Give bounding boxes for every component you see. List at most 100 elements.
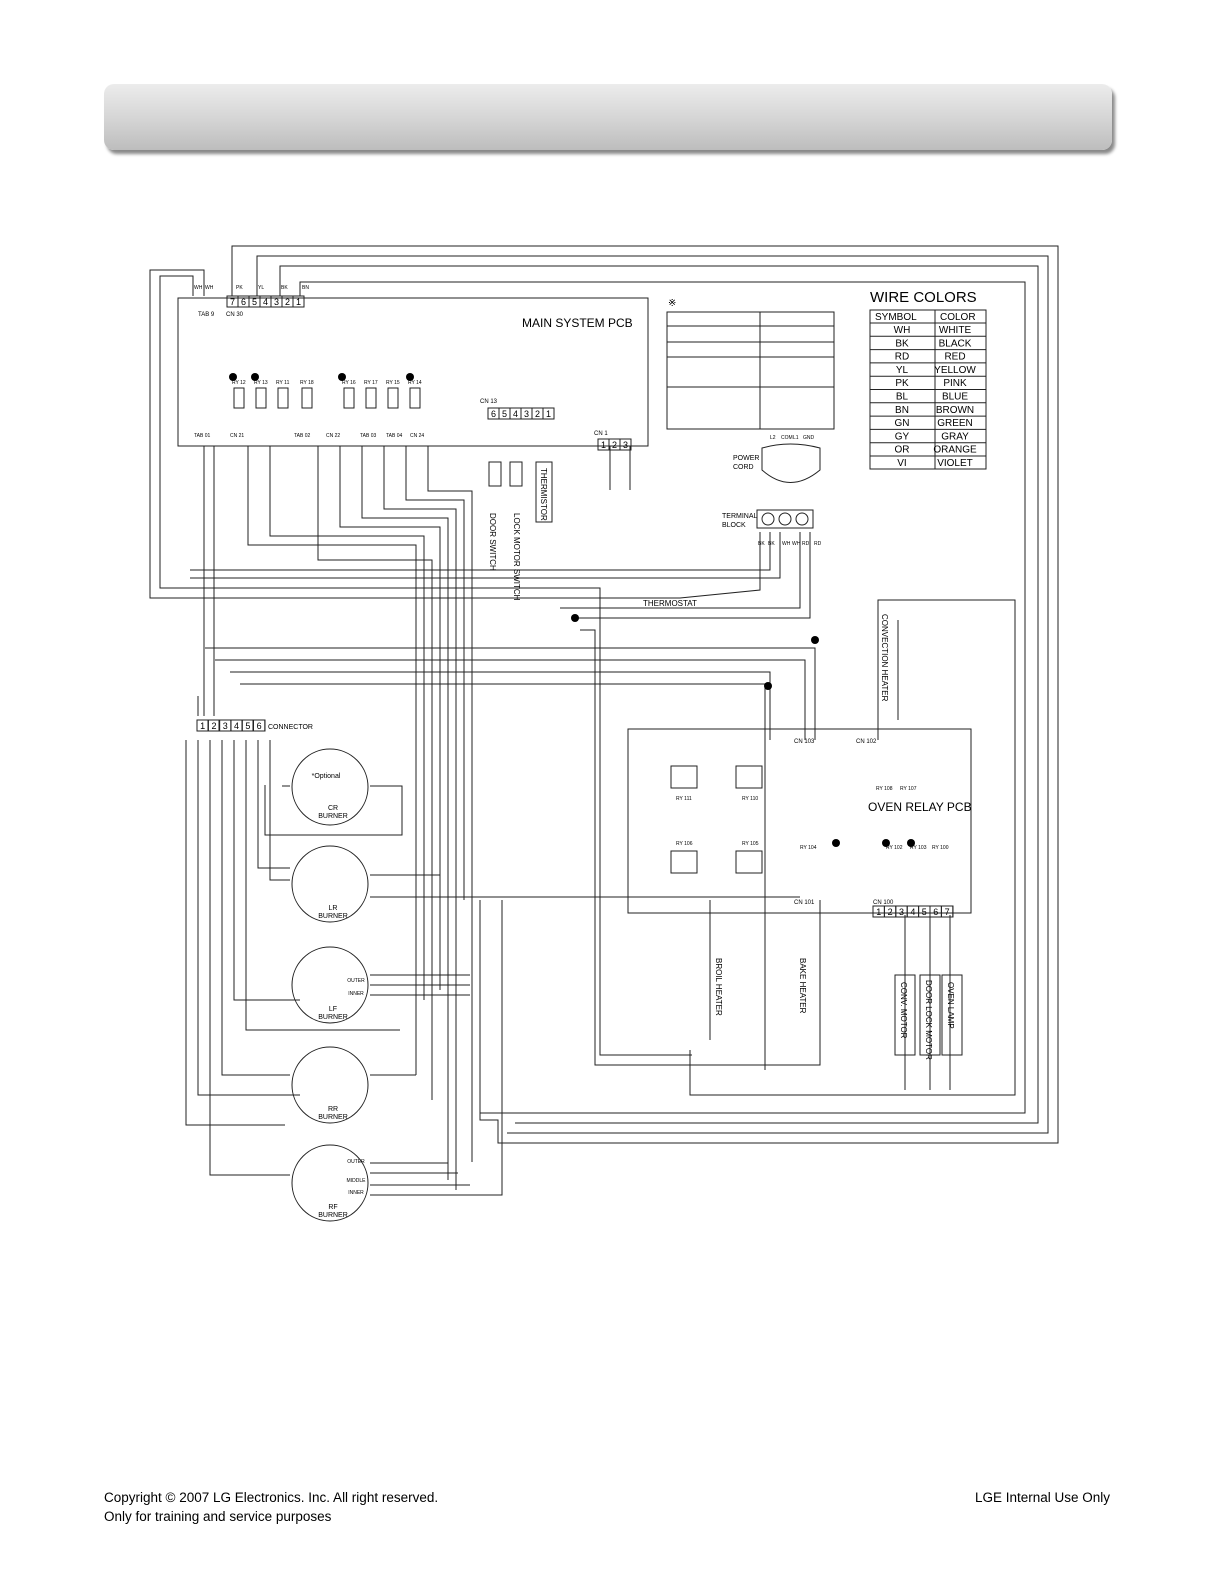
cn1-label: CN 1	[594, 431, 608, 437]
main-pcb-relay	[409, 387, 421, 409]
wire-colors-symbol: WH	[894, 325, 911, 336]
broil-heater-label: BROIL HEATER	[714, 958, 723, 1016]
main-pcb-relay-label: RY 18	[300, 380, 314, 386]
main-pcb-bottom-connector: TAB 03	[360, 433, 377, 439]
main-pcb-bottom-connector: TAB 01	[194, 433, 211, 439]
connector-pin: 6	[257, 721, 262, 731]
terminal-block-wire: WH	[782, 541, 791, 547]
connector-label: CONNECTOR	[268, 724, 313, 731]
connector-pin: 5	[245, 721, 250, 731]
cn30-pin: 1	[296, 297, 301, 307]
wire-colors-color-header: COLOR	[940, 312, 976, 323]
main-pcb-relay-label: RY 16	[342, 380, 356, 386]
main-pcb-relay-label: RY 11	[276, 380, 290, 386]
main-pcb-relay	[255, 387, 267, 409]
cn13-pin: 3	[524, 409, 529, 419]
oven-relay-label: RY 108	[876, 786, 893, 792]
oven-relay-label: RY 110	[742, 796, 758, 802]
cn100-pin: 4	[910, 907, 915, 917]
cn103-label: CN 103	[794, 739, 815, 745]
wire-colors-symbol: OR	[895, 445, 910, 456]
main-pcb-relay-label: RY 15	[386, 380, 400, 386]
oven-relay-label: RY 102	[886, 845, 903, 851]
main-pcb-relay-label: RY 14	[408, 380, 422, 386]
convection-heater-label: CONVECTION HEATER	[880, 614, 889, 702]
main-pcb-bottom-connector: CN 22	[326, 433, 340, 439]
lr-burner-label: BURNER	[318, 913, 348, 920]
wire-colors-title: WIRE COLORS	[870, 289, 977, 306]
cr-burner-name: CR	[328, 805, 338, 812]
wire-colors-color: RED	[944, 352, 965, 363]
cn30-pin: 2	[285, 297, 290, 307]
thermostat-label: THERMOSTAT	[643, 599, 697, 608]
cn100-pin: 6	[933, 907, 938, 917]
conv-motor-label: CONV. MOTOR	[899, 982, 908, 1039]
lf-burner-outer: OUTER	[347, 978, 365, 984]
wire-colors-color: ORANGE	[933, 445, 977, 456]
cr-burner-label: BURNER	[318, 813, 348, 820]
rf-burner-inner: INNER	[348, 1190, 364, 1196]
top-wire-code: YL	[258, 285, 264, 291]
wire-colors-symbol-header: SYMBOL	[875, 312, 917, 323]
wire-colors-color: BROWN	[936, 405, 974, 416]
main-pcb-relay	[277, 387, 289, 409]
oven-lamp-label: OVEN LAMP	[946, 982, 955, 1029]
wire-colors-color: GRAY	[941, 431, 969, 442]
cn1-pin: 2	[612, 440, 617, 450]
cn13-pin: 5	[502, 409, 507, 419]
oven-relay-label: RY 103	[910, 845, 927, 851]
main-pcb-relay	[343, 387, 355, 409]
top-wire-code: WH	[194, 285, 203, 291]
mark-symbol: ※	[668, 298, 676, 309]
wire-colors-color: BLACK	[939, 338, 972, 349]
power-cord-pin: GND	[803, 435, 815, 441]
rf-burner-label: BURNER	[318, 1212, 348, 1219]
top-wire-code: PK	[236, 285, 243, 291]
cn100-pin-box	[940, 905, 954, 918]
connector-pin-box	[253, 719, 266, 732]
wire-colors-symbol: RD	[895, 352, 909, 363]
door-lock-motor-label: DOOR LOCK MOTOR	[924, 980, 933, 1060]
cn101-label: CN 101	[794, 900, 815, 906]
cn13-pin: 6	[491, 409, 496, 419]
power-cord-label: POWER	[733, 455, 759, 462]
oven-relay-pcb-label: OVEN RELAY PCB	[868, 800, 972, 814]
main-pcb-relay-label: RY 17	[364, 380, 378, 386]
lf-burner-name: LF	[329, 1006, 337, 1013]
oven-relay-label: RY 111	[676, 796, 692, 802]
footer-internal: LGE Internal Use Only	[974, 1490, 1110, 1505]
lf-burner-inner: INNER	[348, 991, 364, 997]
wire-colors-symbol: BL	[896, 392, 909, 403]
top-wire-code: BK	[281, 285, 288, 291]
main-pcb-relay-label: RY 13	[254, 380, 268, 386]
door-switch-label: DOOR SWITCH	[488, 513, 497, 571]
terminal-block-label: TERMINAL	[722, 513, 758, 520]
power-cord-pin: COM	[781, 435, 793, 441]
cn100-pin: 2	[888, 907, 893, 917]
cn100-pin: 3	[899, 907, 904, 917]
footer-left: Copyright © 2007 LG Electronics. Inc. Al…	[104, 1488, 438, 1526]
wire-colors-symbol: VI	[897, 458, 906, 469]
cn13-pin: 4	[513, 409, 518, 419]
main-pcb-bottom-connector: TAB 02	[294, 433, 311, 439]
wire-colors-color: WHITE	[939, 325, 972, 336]
cn13-pin: 1	[546, 409, 551, 419]
cn13-pin: 2	[535, 409, 540, 419]
wire-colors-color: GREEN	[937, 418, 973, 429]
cn1-pin: 1	[601, 440, 606, 450]
bake-heater-label: BAKE HEATER	[798, 958, 807, 1014]
lock-motor-switch-label: LOCK MOTOR SWITCH	[512, 513, 521, 601]
wire-colors-symbol: GY	[895, 431, 910, 442]
cn30-pin: 5	[252, 297, 257, 307]
cn30-pin: 4	[263, 297, 268, 307]
cn100-pin: 7	[945, 907, 950, 917]
wire-colors-color: PINK	[943, 378, 967, 389]
rf-burner-name: RF	[328, 1204, 337, 1211]
cr-burner-note: *Optional	[312, 773, 341, 780]
rr-burner-name: RR	[328, 1106, 338, 1113]
footer-copyright: Copyright © 2007 LG Electronics. Inc. Al…	[104, 1490, 439, 1505]
wire-colors-symbol: GN	[895, 418, 910, 429]
wire-colors-color: VIOLET	[937, 458, 973, 469]
oven-relay-label: RY 106	[676, 841, 693, 847]
